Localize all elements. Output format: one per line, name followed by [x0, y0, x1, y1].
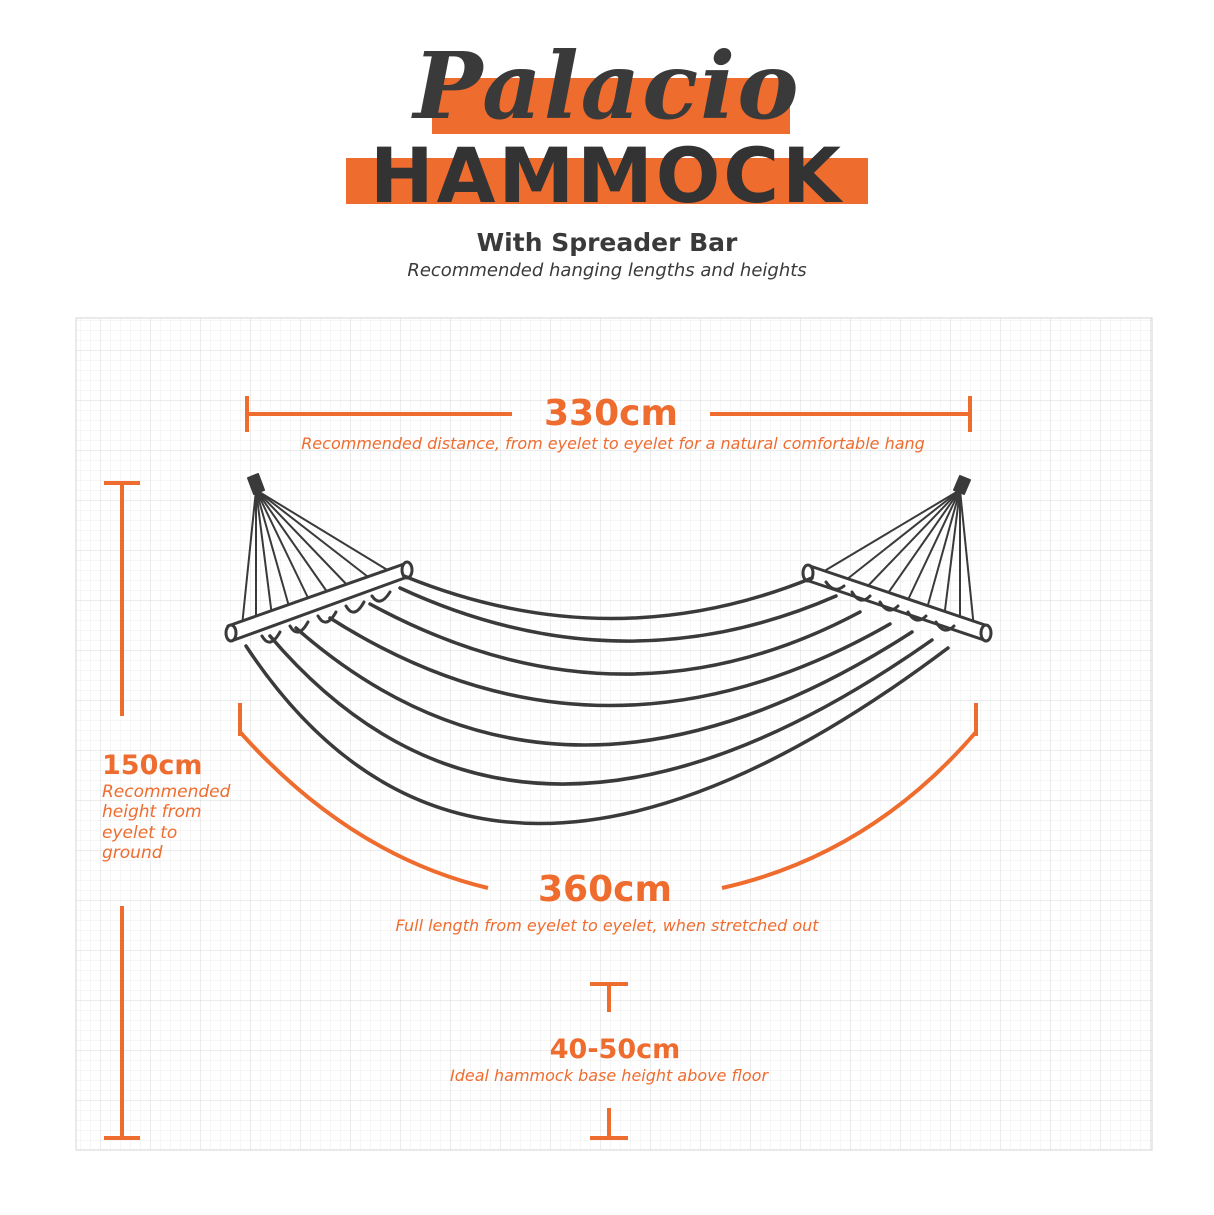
height-description-line: Recommended: [102, 782, 231, 802]
script-title-highlight: [432, 78, 790, 134]
main-title-highlight: [346, 158, 868, 204]
left-eyelet: [247, 473, 265, 495]
base-dimension-line: [590, 982, 628, 1140]
distance-description: Recommended distance, from eyelet to eye…: [301, 434, 925, 453]
hammock-fabric: [244, 574, 950, 826]
length-value: 360cm: [538, 869, 672, 910]
subtitle: With Spreader Bar: [476, 228, 738, 257]
left-suspension-cords: [241, 489, 395, 627]
script-title: Palacio: [413, 32, 801, 140]
tagline: Recommended hanging lengths and heights: [407, 260, 807, 281]
distance-dimension-line: [245, 396, 972, 432]
base-description: Ideal hammock base height above floor: [449, 1066, 769, 1085]
height-dimension-line: [104, 481, 140, 1140]
hammock-illustration: [224, 473, 993, 826]
height-description: Recommended height from eyelet to ground: [102, 782, 230, 864]
height-description-line: ground: [102, 843, 163, 864]
height-description-line: eyelet to: [102, 822, 178, 843]
right-eyelet: [953, 475, 971, 495]
height-value: 150cm: [102, 750, 203, 781]
length-dimension-arc: [238, 703, 978, 890]
height-description-line: height from: [102, 802, 202, 823]
right-suspension-cords: [825, 489, 975, 629]
fabric-scallops: [260, 580, 956, 644]
length-description: Full length from eyelet to eyelet, when …: [395, 916, 819, 935]
main-title: HAMMOCK: [370, 131, 844, 220]
base-value: 40-50cm: [549, 1034, 681, 1065]
distance-value: 330cm: [544, 393, 678, 434]
